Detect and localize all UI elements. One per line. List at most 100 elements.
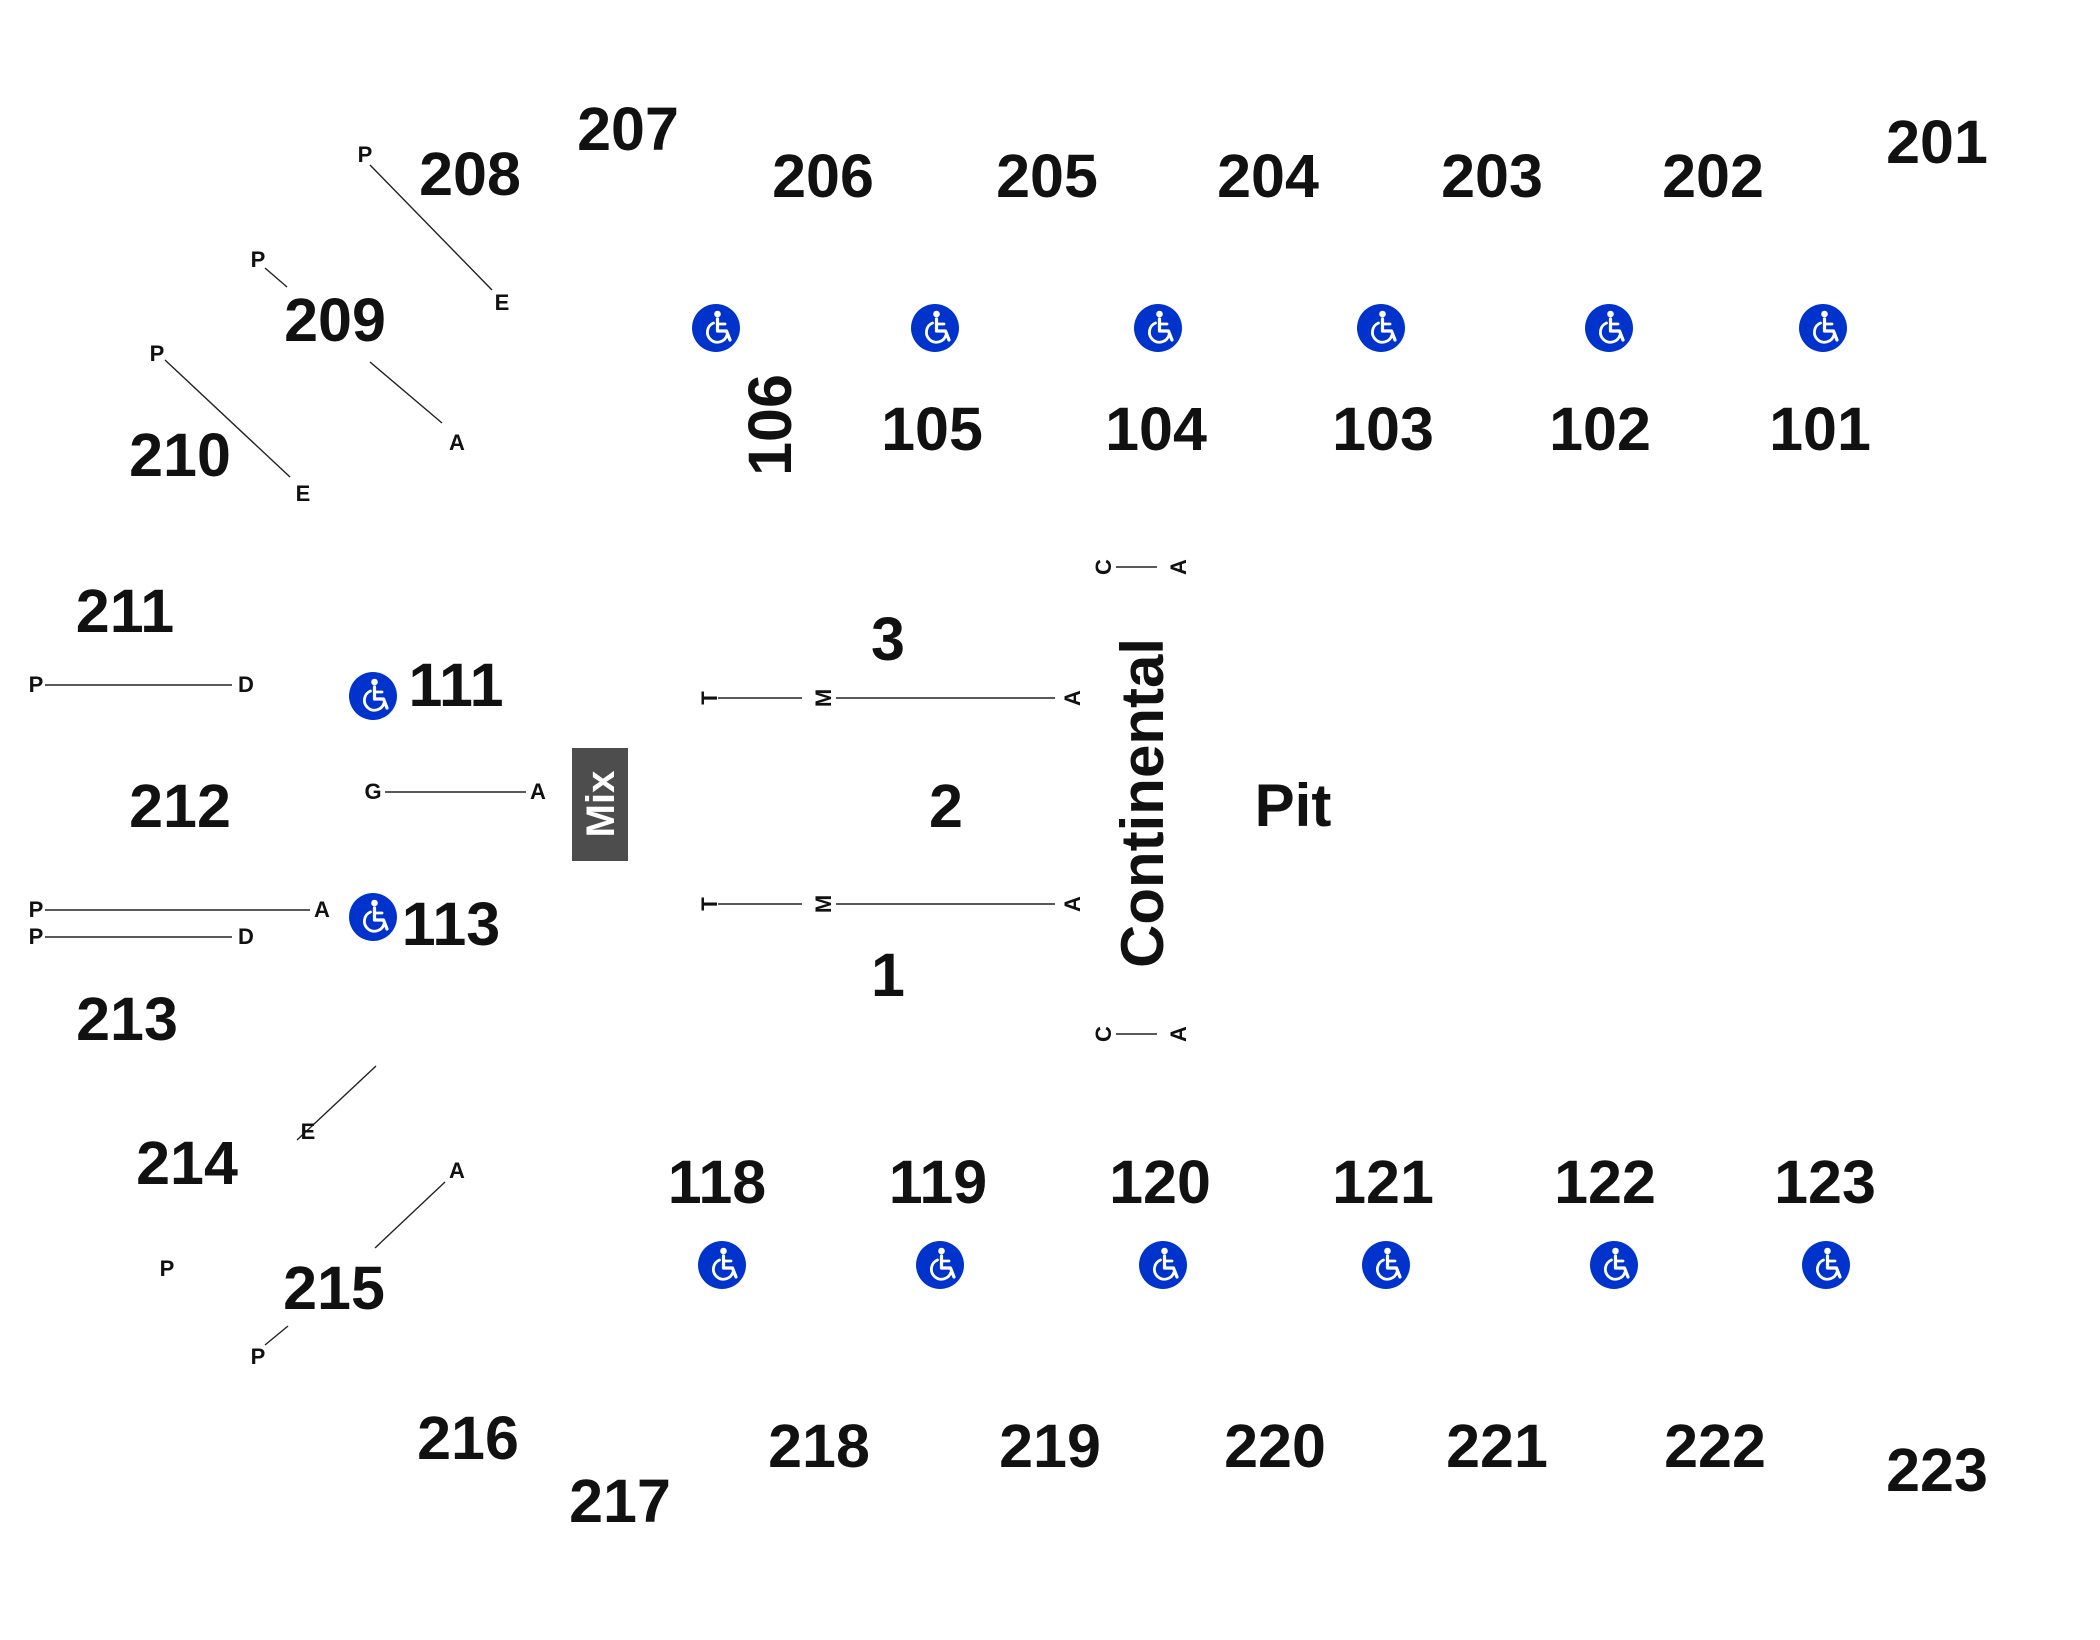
wheelchair-icon <box>1588 1239 1640 1291</box>
row-label: A <box>449 1158 465 1183</box>
section-201[interactable]: 201 <box>1886 108 1988 176</box>
section-203[interactable]: 203 <box>1441 142 1543 210</box>
section-122[interactable]: 122 <box>1554 1148 1656 1216</box>
wheelchair-icon <box>1797 302 1849 354</box>
section-205[interactable]: 205 <box>996 142 1098 210</box>
row-label: A <box>1060 896 1085 912</box>
section-206[interactable]: 206 <box>772 142 874 210</box>
row-label: E <box>301 1119 316 1144</box>
row-label: A <box>1166 1026 1191 1042</box>
row-line <box>164 359 291 478</box>
section-219[interactable]: 219 <box>999 1412 1101 1480</box>
section-105[interactable]: 105 <box>881 395 983 463</box>
section-118[interactable]: 118 <box>668 1148 766 1216</box>
wheelchair-icon <box>1800 1239 1852 1291</box>
mix-booth: Mix <box>572 748 628 861</box>
row-label: C <box>1091 1026 1116 1042</box>
floor-section-2[interactable]: 2 <box>929 772 963 840</box>
row-label: P <box>251 1344 266 1369</box>
wheelchair-icon <box>1583 302 1635 354</box>
floor-sections: 3 2 1 <box>871 605 963 1009</box>
section-113[interactable]: 113 <box>402 890 500 958</box>
wheelchair-icon <box>1132 302 1184 354</box>
lower-sections: 101 102 103 104 105 106 111 113 118 119 … <box>402 374 1876 1216</box>
floor-section-1[interactable]: 1 <box>871 941 905 1009</box>
section-120[interactable]: 120 <box>1109 1148 1211 1216</box>
floor-section-3[interactable]: 3 <box>871 605 905 673</box>
section-218[interactable]: 218 <box>768 1412 870 1480</box>
section-207[interactable]: 207 <box>577 95 679 163</box>
row-line <box>296 1065 377 1141</box>
row-label: C <box>1091 559 1116 575</box>
mix-booth-box <box>572 748 628 861</box>
section-104[interactable]: 104 <box>1105 395 1207 463</box>
row-label: P <box>29 897 44 922</box>
section-214[interactable]: 214 <box>136 1129 238 1197</box>
section-204[interactable]: 204 <box>1217 142 1319 210</box>
row-label: E <box>495 290 510 315</box>
row-line <box>264 1325 289 1346</box>
row-label: G <box>364 779 381 804</box>
wheelchair-icon <box>1355 302 1407 354</box>
row-lines <box>45 164 1157 1346</box>
row-line <box>374 1181 446 1249</box>
wheelchair-icon <box>909 302 961 354</box>
wheelchair-icon <box>347 670 399 722</box>
wheelchair-icon <box>347 891 399 943</box>
row-label: P <box>358 142 373 167</box>
section-212[interactable]: 212 <box>129 772 231 840</box>
section-217[interactable]: 217 <box>569 1467 671 1535</box>
section-222[interactable]: 222 <box>1664 1412 1766 1480</box>
section-202[interactable]: 202 <box>1662 142 1764 210</box>
row-label: A <box>449 430 465 455</box>
section-111[interactable]: 111 <box>408 651 503 719</box>
row-label: M <box>811 895 836 913</box>
row-label: A <box>1166 559 1191 575</box>
row-line <box>369 361 443 424</box>
section-102[interactable]: 102 <box>1549 395 1651 463</box>
row-label: A <box>1060 690 1085 706</box>
pit-section[interactable]: Pit <box>1255 772 1332 839</box>
row-letters: P E P P E A P D G A P A P D T M A T M A … <box>29 142 1191 1369</box>
section-211[interactable]: 211 <box>76 577 174 645</box>
row-label: P <box>251 247 266 272</box>
row-label: D <box>238 924 254 949</box>
section-209[interactable]: 209 <box>284 286 386 354</box>
wheelchair-icon <box>696 1239 748 1291</box>
row-label: P <box>29 672 44 697</box>
section-106[interactable]: 106 <box>736 374 804 476</box>
wheelchair-icon <box>690 302 742 354</box>
section-213[interactable]: 213 <box>76 985 178 1053</box>
row-label: A <box>314 897 330 922</box>
section-121[interactable]: 121 <box>1332 1148 1434 1216</box>
row-label: T <box>697 897 722 911</box>
section-221[interactable]: 221 <box>1446 1412 1548 1480</box>
section-220[interactable]: 220 <box>1224 1412 1326 1480</box>
row-label: P <box>150 341 165 366</box>
section-119[interactable]: 119 <box>889 1148 987 1216</box>
stage-label: Continental <box>1109 638 1176 968</box>
mix-booth-label: Mix <box>579 771 623 838</box>
row-line <box>369 164 493 291</box>
wheelchair-icon <box>1137 1239 1189 1291</box>
section-223[interactable]: 223 <box>1886 1436 1988 1504</box>
section-215[interactable]: 215 <box>283 1254 385 1322</box>
row-label: M <box>811 689 836 707</box>
section-103[interactable]: 103 <box>1332 395 1434 463</box>
upper-sections: 201 202 203 204 205 206 207 208 209 210 … <box>76 95 1988 1535</box>
section-123[interactable]: 123 <box>1774 1148 1876 1216</box>
section-216[interactable]: 216 <box>417 1404 519 1472</box>
row-label: A <box>530 779 546 804</box>
wheelchair-icon <box>914 1239 966 1291</box>
section-210[interactable]: 210 <box>129 421 231 489</box>
row-label: P <box>160 1256 175 1281</box>
wheelchair-icon <box>1360 1239 1412 1291</box>
section-101[interactable]: 101 <box>1769 395 1871 463</box>
row-label: E <box>296 481 311 506</box>
row-line <box>264 267 288 288</box>
row-label: D <box>238 672 254 697</box>
section-208[interactable]: 208 <box>419 140 521 208</box>
row-label: T <box>697 691 722 705</box>
row-label: P <box>29 924 44 949</box>
